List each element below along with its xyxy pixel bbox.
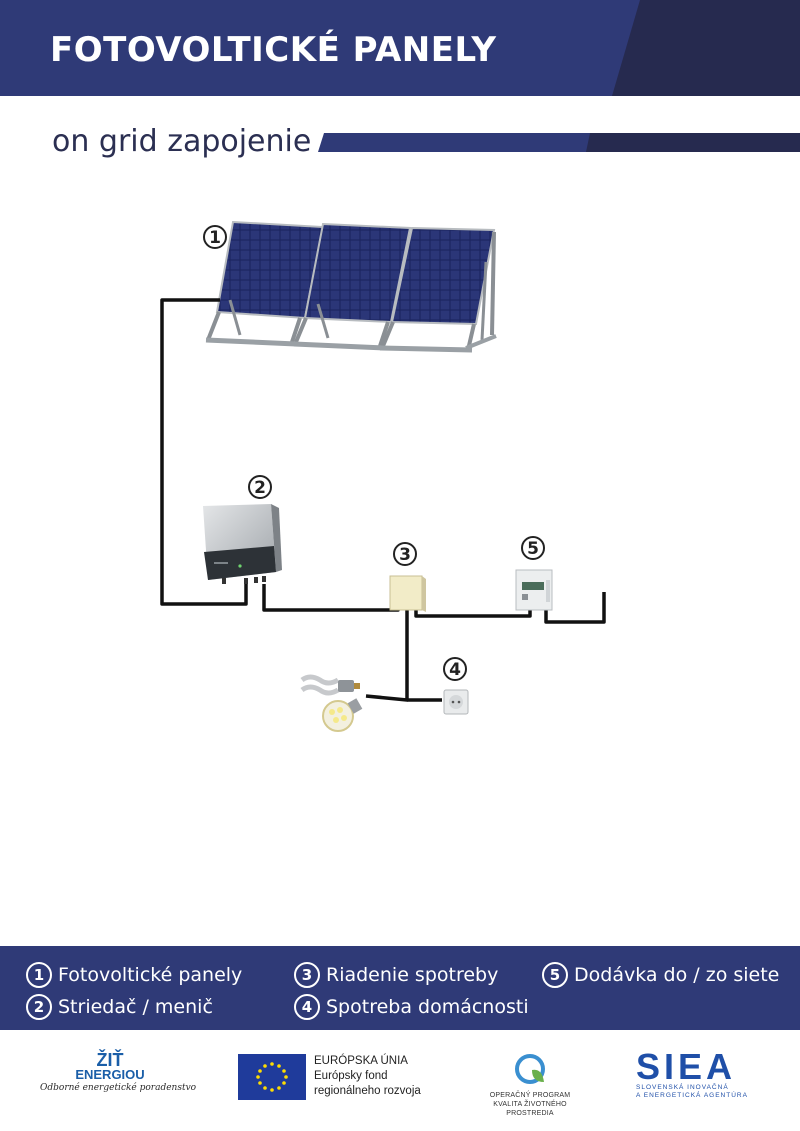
zit-logo-tagline: Odborné energetické poradenstvo bbox=[40, 1083, 197, 1093]
page-subtitle: on grid zapojenie bbox=[52, 124, 312, 159]
badge-4: 4 bbox=[443, 657, 467, 681]
eu-flag-icon bbox=[238, 1054, 306, 1100]
cable-panels-to-inverter bbox=[160, 298, 248, 606]
legend-panel: 1 Fotovoltické panely 2 Striedač / menič… bbox=[0, 946, 800, 1030]
svg-text:4: 4 bbox=[449, 660, 461, 680]
legend-label-3: Riadenie spotreby bbox=[326, 964, 499, 986]
badge-1: 1 bbox=[203, 225, 227, 249]
svg-text:3: 3 bbox=[399, 545, 411, 565]
siea-logo: SIEA SLOVENSKÁ INOVAČNÁ A ENERGETICKÁ AG… bbox=[636, 1046, 756, 1100]
legend-item-4: 4 Spotreba domácnosti bbox=[294, 994, 529, 1020]
zit-logo-line1: ŽIŤ bbox=[96, 1050, 124, 1070]
household-bulbs bbox=[300, 674, 363, 732]
legend-number-5: 5 bbox=[542, 962, 568, 988]
legend-number-3: 3 bbox=[294, 962, 320, 988]
legend-label-2: Striedač / menič bbox=[58, 996, 213, 1018]
siea-subline-1: SLOVENSKÁ INOVAČNÁ bbox=[636, 1084, 729, 1091]
siea-wordmark: SIEA bbox=[636, 1046, 737, 1087]
footer-logos: ŽIŤ ENERGIOU Odborné energetické poraden… bbox=[0, 1030, 800, 1131]
legend-item-3: 3 Riadenie spotreby bbox=[294, 962, 498, 988]
cable-controller-to-meter bbox=[414, 604, 532, 618]
legend-number-1: 1 bbox=[26, 962, 52, 988]
eu-text-line3: regionálneho rozvoja bbox=[314, 1085, 421, 1097]
op-text-line1: OPERAČNÝ PROGRAM bbox=[489, 1092, 571, 1099]
badge-5: 5 bbox=[521, 536, 545, 560]
op-kzp-logo: OPERAČNÝ PROGRAM KVALITA ŽIVOTNÉHO PROST… bbox=[470, 1052, 590, 1118]
wall-socket bbox=[443, 689, 469, 715]
legend-label-1: Fotovoltické panely bbox=[58, 964, 243, 986]
legend-number-2: 2 bbox=[26, 994, 52, 1020]
svg-text:5: 5 bbox=[527, 539, 539, 559]
eu-text-line1: EURÓPSKA ÚNIA bbox=[314, 1055, 408, 1067]
badge-2: 2 bbox=[248, 475, 272, 499]
eu-logo-text: EURÓPSKA ÚNIA Európsky fond regionálneho… bbox=[314, 1054, 421, 1100]
eu-logo: EURÓPSKA ÚNIA Európsky fond regionálneho… bbox=[238, 1054, 421, 1100]
legend-item-2: 2 Striedač / menič bbox=[26, 994, 213, 1020]
page-title: FOTOVOLTICKÉ PANELY bbox=[50, 30, 497, 70]
legend-label-5: Dodávka do / zo siete bbox=[574, 964, 780, 986]
legend-item-1: 1 Fotovoltické panely bbox=[26, 962, 242, 988]
eu-text-line2: Európsky fond bbox=[314, 1070, 388, 1082]
consumption-controller-box bbox=[389, 575, 426, 612]
zit-logo-line2: ENERGIOU bbox=[75, 1067, 145, 1082]
grid-meter-device bbox=[515, 569, 553, 611]
solar-panel-array bbox=[205, 220, 497, 353]
on-grid-diagram: 1 2 3 4 5 bbox=[160, 220, 606, 732]
header-banner: FOTOVOLTICKÉ PANELY bbox=[0, 0, 800, 96]
subtitle-accent-bar bbox=[318, 133, 800, 152]
cable-meter-to-grid bbox=[544, 592, 606, 624]
legend-label-4: Spotreba domácnosti bbox=[326, 996, 529, 1018]
inverter-device bbox=[203, 504, 282, 584]
cable-to-bulb bbox=[365, 610, 409, 702]
legend-item-5: 5 Dodávka do / zo siete bbox=[542, 962, 779, 988]
siea-subline-2: A ENERGETICKÁ AGENTÚRA bbox=[636, 1092, 748, 1099]
header-background bbox=[0, 0, 800, 96]
op-leaf-icon bbox=[515, 1054, 545, 1084]
panel-frame-1 bbox=[205, 220, 325, 347]
op-text-line2: KVALITA ŽIVOTNÉHO PROSTREDIA bbox=[493, 1101, 567, 1117]
svg-text:2: 2 bbox=[254, 478, 266, 498]
panel-frame-3 bbox=[379, 226, 497, 353]
cable-inverter-to-controller bbox=[262, 584, 400, 612]
cable-lines bbox=[160, 298, 606, 702]
zit-energiou-logo: ŽIŤ ENERGIOU Odborné energetické poraden… bbox=[40, 1050, 197, 1093]
legend-number-4: 4 bbox=[294, 994, 320, 1020]
svg-text:1: 1 bbox=[209, 228, 221, 248]
badge-3: 3 bbox=[393, 542, 417, 566]
